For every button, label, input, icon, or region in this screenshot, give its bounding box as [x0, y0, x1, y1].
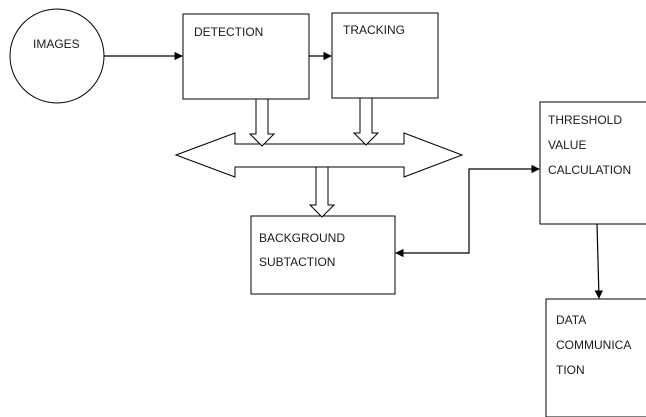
node-images-label: IMAGES	[33, 37, 80, 51]
edge-threshold-to-data	[594, 223, 603, 299]
node-data-line-1: DATA	[556, 313, 586, 327]
node-data-line-3: TION	[556, 363, 585, 377]
node-detection-label: DETECTION	[194, 25, 263, 39]
node-threshold-line-2: VALUE	[548, 138, 586, 152]
block-arrow-tracking-to-bus	[352, 97, 380, 146]
node-threshold-line-1: THRESHOLD	[548, 113, 622, 127]
bus-double-arrow	[174, 132, 464, 178]
node-background-line-1: BACKGROUND	[259, 231, 345, 245]
node-images: IMAGES	[9, 8, 105, 104]
block-arrow-bus-to-background	[308, 166, 336, 218]
node-threshold: THRESHOLD VALUE CALCULATION	[539, 101, 646, 225]
node-tracking: TRACKING	[331, 12, 439, 99]
node-tracking-label: TRACKING	[343, 23, 405, 37]
node-background: BACKGROUND SUBTACTION	[250, 215, 396, 295]
block-arrow-detection-to-bus	[248, 98, 276, 147]
node-threshold-line-3: CALCULATION	[548, 163, 631, 177]
node-data-line-2: COMMUNICA	[556, 338, 631, 352]
node-data-communication: DATA COMMUNICA TION	[545, 298, 646, 417]
node-background-line-2: SUBTACTION	[259, 255, 335, 269]
node-detection: DETECTION	[182, 13, 310, 100]
edge-threshold-background	[395, 164, 540, 258]
